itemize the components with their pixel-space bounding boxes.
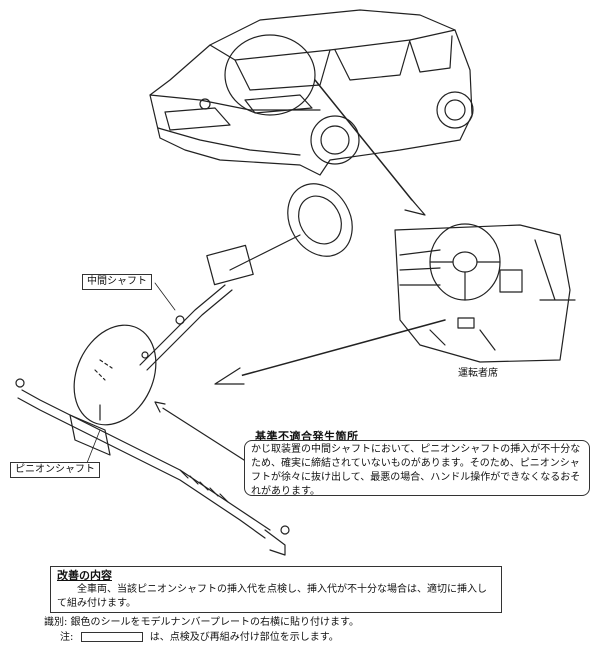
cockpit-illustration bbox=[394, 223, 576, 363]
remedy-box: 改善の内容 全車両、当該ピニオンシャフトの挿入代を点検し、挿入代が不十分な場合は… bbox=[50, 566, 502, 613]
steering-rack-illustration bbox=[15, 378, 290, 556]
note-prefix: 注: bbox=[60, 632, 74, 643]
steering-column-illustration bbox=[139, 183, 353, 371]
driver-seat-label: 運転者席 bbox=[458, 368, 498, 379]
defect-description-box: かじ取装置の中間シャフトにおいて、ピニオンシャフトの挿入が不十分なため、確実に締… bbox=[244, 440, 590, 497]
pinion-shaft-label: ピニオンシャフト bbox=[10, 462, 100, 478]
car-illustration bbox=[149, 9, 474, 176]
remedy-title: 改善の内容 bbox=[57, 569, 112, 582]
remedy-text: 全車両、当該ピニオンシャフトの挿入代を点検し、挿入代が不十分な場合は、適切に挿入… bbox=[57, 584, 487, 609]
dashboard-zoom-circle bbox=[224, 34, 316, 116]
defect-location-title: 基準不適合発生箇所 bbox=[255, 430, 359, 443]
pinion-zoom-circle bbox=[73, 324, 157, 426]
identification-text: 識別: 銀色のシールをモデルナンバープレートの右横に貼り付けます。 bbox=[44, 617, 359, 628]
intermediate-shaft-label: 中間シャフト bbox=[82, 274, 152, 290]
inspection-area-swatch bbox=[80, 632, 143, 642]
defect-description-text: かじ取装置の中間シャフトにおいて、ピニオンシャフトの挿入が不十分なため、確実に締… bbox=[251, 444, 581, 497]
note-text: は、点検及び再組み付け部位を示します。 bbox=[149, 632, 339, 643]
note-line: 注: は、点検及び再組み付け部位を示します。 bbox=[60, 632, 339, 644]
